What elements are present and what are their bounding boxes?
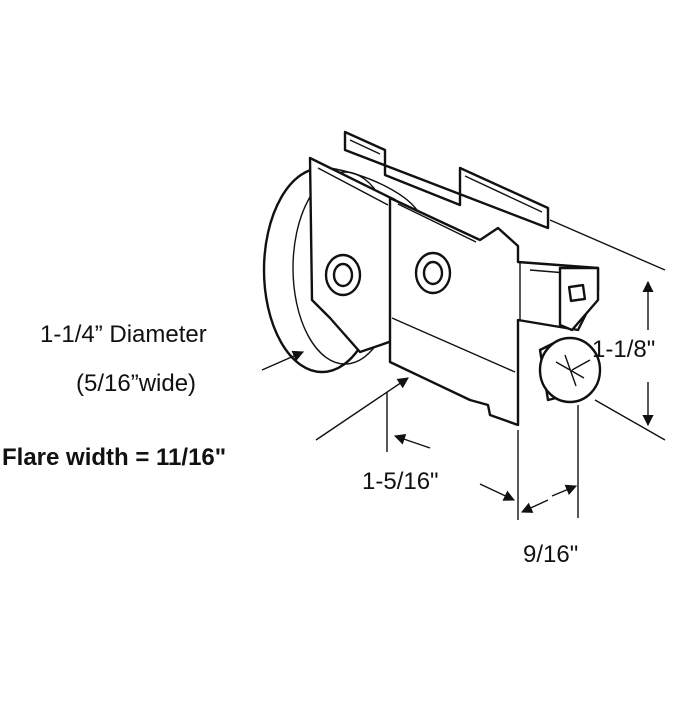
wheel-width-label: (5/16”wide): [76, 370, 197, 397]
adjustment-screw: [538, 336, 602, 404]
flare-width-label: Flare width = 11/16": [2, 444, 227, 471]
right-mounting-tab: [558, 266, 600, 332]
bracket-width-dimension: [520, 405, 579, 518]
bracket-width-label: 9/16": [523, 541, 579, 568]
height-dimension: [549, 219, 666, 441]
diameter-leader: [261, 350, 305, 371]
back-rail: [343, 130, 550, 230]
length-dimension: [386, 392, 519, 520]
height-label: 1-1/8": [592, 336, 656, 363]
length-label: 1-5/16": [362, 468, 439, 495]
diameter-label: 1-1/4” Diameter: [40, 321, 207, 348]
left-plate-hole: [324, 253, 362, 297]
flare-width-leader: [315, 377, 409, 441]
front-plate-hole: [414, 251, 452, 295]
